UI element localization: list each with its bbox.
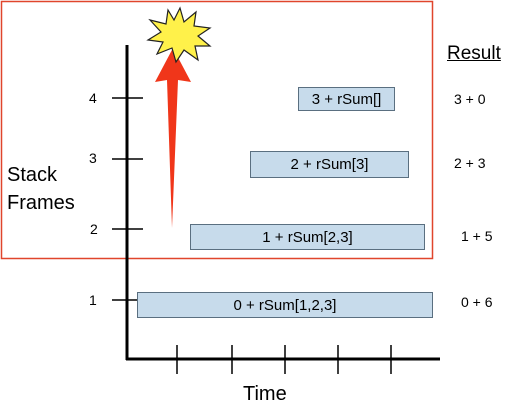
- y-tick-label-1: 1: [89, 292, 97, 308]
- y-tick-label-3: 3: [89, 150, 97, 166]
- stack-frame-3: 2 + rSum[3]: [250, 151, 409, 178]
- y-axis-title-line-2: Frames: [7, 192, 75, 214]
- result-value-2: 1 + 5: [461, 228, 493, 244]
- explosion-burst-icon: [146, 6, 212, 64]
- up-arrow-icon: [155, 48, 191, 228]
- result-value-3: 2 + 3: [454, 155, 486, 171]
- y-axis-title-line-1: Stack: [7, 164, 58, 186]
- y-tick-label-2: 2: [90, 221, 98, 237]
- result-heading: Result: [447, 43, 501, 64]
- x-axis-title: Time: [243, 383, 287, 405]
- result-value-4: 3 + 0: [454, 91, 486, 107]
- stack-frame-4: 3 + rSum[]: [298, 87, 395, 111]
- y-axis-title: Stack Frames: [7, 161, 75, 217]
- y-tick-label-4: 4: [89, 90, 97, 106]
- overflow-highlight-box: [0, 0, 434, 260]
- stack-frame-2: 1 + rSum[2,3]: [190, 224, 425, 250]
- result-value-1: 0 + 6: [461, 294, 493, 310]
- stack-frame-1: 0 + rSum[1,2,3]: [137, 292, 433, 318]
